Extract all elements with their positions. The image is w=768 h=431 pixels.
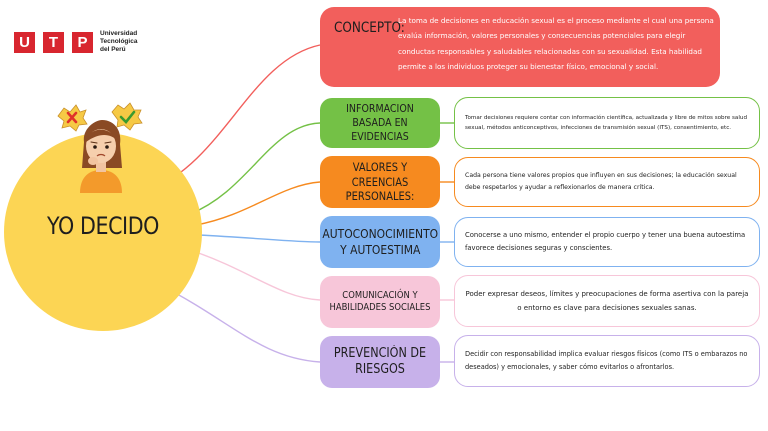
- wrong-choice-icon: [57, 104, 88, 132]
- logo-letter-t: T: [43, 32, 64, 53]
- branch-prevencion-label: PREVENCIÓN DE RIESGOS: [333, 345, 427, 377]
- logo-letter-p: P: [72, 32, 93, 53]
- right-choice-icon: [111, 102, 143, 131]
- branch-autoconocimiento-label-box: AUTOCONOCIMIENTO Y AUTOESTIMA: [320, 216, 440, 268]
- connector-comunicacion: [189, 249, 321, 301]
- utp-logo: U T P Universidad Tecnológica del Perú: [14, 28, 154, 68]
- branch-autoconocimiento-label: AUTOCONOCIMIENTO Y AUTOESTIMA: [322, 226, 438, 257]
- branch-comunicacion-label: COMUNICACIÓN Y HABILIDADES SOCIALES: [329, 289, 431, 313]
- branch-comunicacion-desc: Poder expresar deseos, límites y preocup…: [465, 290, 749, 312]
- logo-line-1: Universidad: [100, 30, 138, 37]
- branch-valores-label-box: VALORES Y CREENCIAS PERSONALES:: [320, 156, 440, 208]
- branch-prevencion-label-box: PREVENCIÓN DE RIESGOS: [320, 336, 440, 388]
- branch-valores-desc: Cada persona tiene valores propios que i…: [465, 172, 737, 191]
- connector-valores: [195, 181, 321, 226]
- logo-letter-u: U: [14, 32, 35, 53]
- concept-box: [320, 7, 720, 87]
- branch-info-label: INFORMACION BASADA EN EVIDENCIAS: [346, 102, 414, 143]
- branch-comunicacion-desc-box: Poder expresar deseos, límites y preocup…: [454, 275, 760, 327]
- connector-info: [189, 122, 321, 215]
- connector-autoconocimiento: [197, 234, 321, 243]
- logo-line-3: del Perú: [100, 46, 126, 53]
- branch-info-label-box: INFORMACION BASADA EN EVIDENCIAS: [320, 98, 440, 148]
- central-title: YO DECIDO: [47, 212, 159, 240]
- branch-valores-desc-box: Cada persona tiene valores propios que i…: [454, 157, 760, 207]
- branch-info-desc: Tomar decisiones requiere contar con inf…: [465, 114, 747, 132]
- branch-autoconocimiento-desc-box: Conocerse a uno mismo, entender el propi…: [454, 217, 760, 267]
- branch-autoconocimiento-desc: Conocerse a uno mismo, entender el propi…: [465, 231, 746, 252]
- logo-line-2: Tecnológica: [100, 38, 138, 45]
- branch-comunicacion-label-box: COMUNICACIÓN Y HABILIDADES SOCIALES: [320, 276, 440, 328]
- logo-university-name: Universidad Tecnológica del Perú: [100, 30, 137, 54]
- branch-prevencion-desc-box: Decidir con responsabilidad implica eval…: [454, 335, 760, 387]
- connector-prevencion: [159, 284, 321, 363]
- concept-text: La toma de decisiones en educación sexua…: [398, 16, 714, 72]
- branch-valores-label: VALORES Y CREENCIAS PERSONALES:: [345, 160, 415, 204]
- thinking-girl-illustration: [57, 102, 143, 193]
- branch-info-desc-box: Tomar decisiones requiere contar con inf…: [454, 97, 760, 149]
- concept-label: CONCEPTO:: [334, 20, 405, 36]
- branch-prevencion-desc: Decidir con responsabilidad implica eval…: [465, 349, 748, 372]
